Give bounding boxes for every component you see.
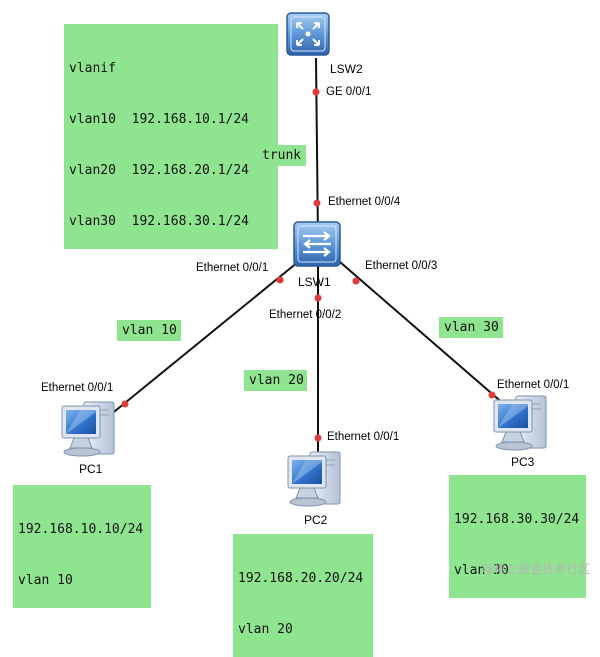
vlanif-line-3: vlan30 192.168.30.1/24 bbox=[69, 214, 250, 229]
pc1-desktop-pc-icon[interactable] bbox=[61, 401, 115, 457]
layer3-switch-icon[interactable] bbox=[286, 12, 330, 56]
pc3-desktop-pc-icon[interactable] bbox=[493, 395, 547, 451]
pc3-ip: 192.168.30.30/24 bbox=[454, 512, 580, 527]
pc1-label: PC1 bbox=[79, 462, 103, 476]
pc3-label: PC3 bbox=[511, 455, 535, 469]
link-lsw1-pc1 bbox=[103, 261, 299, 421]
vlanif-note: vlanif vlan10 192.168.10.1/24 vlan20 192… bbox=[64, 24, 278, 249]
pc3-address-note: 192.168.30.30/24 vlan 30 bbox=[449, 475, 586, 598]
trunk-note: trunk bbox=[257, 145, 307, 166]
layer2-switch-icon[interactable] bbox=[293, 221, 341, 267]
port-dot-lsw1-p2 bbox=[314, 294, 322, 302]
pc2-ip: 192.168.20.20/24 bbox=[238, 571, 364, 586]
pc1-ip: 192.168.10.10/24 bbox=[18, 522, 144, 537]
lsw1-port2-label: Ethernet 0/0/2 bbox=[269, 309, 342, 321]
vlanif-line-2: vlan20 192.168.20.1/24 bbox=[69, 163, 250, 178]
lsw2-label: LSW2 bbox=[330, 62, 363, 76]
topology-diagram bbox=[61, 12, 547, 507]
port-dot-pc3 bbox=[488, 391, 496, 399]
pc1-eth-port-label: Ethernet 0/0/1 bbox=[41, 382, 114, 394]
lsw1-label: LSW1 bbox=[298, 275, 331, 289]
vlan30-link-note: vlan 30 bbox=[439, 317, 503, 338]
pc2-label: PC2 bbox=[304, 513, 328, 527]
pc2-eth-port-label: Ethernet 0/0/1 bbox=[327, 431, 400, 443]
port-dot-lsw1-p1 bbox=[276, 276, 284, 284]
port-dot-pc1 bbox=[121, 400, 129, 408]
pc2-vlan: vlan 20 bbox=[238, 622, 293, 637]
port-dot-lsw1-p3 bbox=[352, 277, 360, 285]
port-dot-lsw2-ge bbox=[312, 88, 320, 96]
pc3-eth-port-label: Ethernet 0/0/1 bbox=[497, 379, 570, 391]
pc2-address-note: 192.168.20.20/24 vlan 20 bbox=[233, 534, 373, 657]
link-lsw2-lsw1 bbox=[315, 57, 319, 241]
vlanif-title: vlanif bbox=[69, 61, 116, 76]
vlan20-link-note: vlan 20 bbox=[244, 370, 307, 391]
lsw1-port3-label: Ethernet 0/0/3 bbox=[365, 260, 438, 272]
lsw1-port1-label: Ethernet 0/0/1 bbox=[196, 262, 269, 274]
pc1-address-note: 192.168.10.10/24 vlan 10 bbox=[13, 485, 151, 608]
port-dot-pc2 bbox=[314, 434, 322, 442]
vlan10-link-note: vlan 10 bbox=[117, 320, 181, 341]
lsw2-ge-port-label: GE 0/0/1 bbox=[326, 86, 372, 98]
pc1-vlan: vlan 10 bbox=[18, 573, 73, 588]
port-dot-lsw1-uplink bbox=[313, 199, 321, 207]
link-lsw1-pc3 bbox=[339, 261, 521, 419]
pc3-vlan: vlan 30 bbox=[454, 563, 509, 578]
watermark: @稀土掘金技术社区 bbox=[481, 562, 590, 576]
lsw1-uplink-port-label: Ethernet 0/0/4 bbox=[328, 196, 401, 208]
vlanif-line-1: vlan10 192.168.10.1/24 bbox=[69, 112, 250, 127]
pc2-desktop-pc-icon[interactable] bbox=[287, 451, 341, 507]
